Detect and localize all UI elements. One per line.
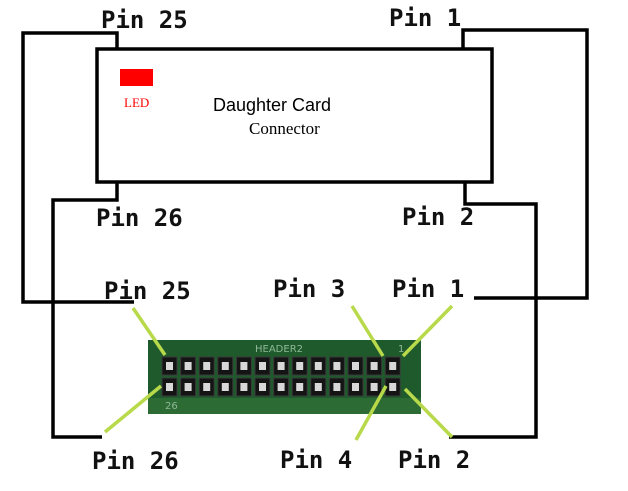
- header-pin2-label: Pin 2: [398, 446, 471, 474]
- header-pin-post: [333, 383, 341, 391]
- led-label: LED: [124, 95, 150, 110]
- header-pin-post: [184, 362, 192, 370]
- leader-pin1: [401, 304, 454, 358]
- header-pin-post: [240, 383, 248, 391]
- connector-pin1-label: Pin 1: [389, 4, 462, 32]
- header-pin1-label: Pin 1: [392, 275, 465, 303]
- header-pin-post: [296, 383, 304, 391]
- header-pin1-mark: 1: [398, 344, 405, 355]
- leader-pin25: [131, 307, 167, 356]
- header-pin-post: [203, 362, 211, 370]
- header-silk-label: HEADER2: [255, 344, 304, 355]
- header-pin-post: [389, 383, 397, 391]
- header-pin3-label: Pin 3: [273, 275, 346, 303]
- wire-pin25: [21, 31, 134, 304]
- leader-pin4: [354, 385, 388, 441]
- connector-body: [95, 47, 494, 184]
- leader-pin26: [103, 384, 163, 434]
- header-pin-post: [259, 362, 266, 370]
- header-pin-post: [277, 362, 285, 370]
- leader-pin3: [350, 305, 385, 357]
- header-pin-post: [166, 383, 173, 391]
- header-pin-post: [370, 362, 378, 370]
- header-pin-post: [277, 383, 285, 391]
- header-pin26-mark: 26: [165, 401, 178, 412]
- header-pin-post: [259, 383, 266, 391]
- header-pin-post: [296, 362, 304, 370]
- header-pin-post: [333, 362, 341, 370]
- connector-pin25-label: Pin 25: [101, 6, 188, 34]
- header-board-gold-edge: [148, 398, 421, 414]
- header-pin-post: [314, 383, 322, 391]
- header-pin-post: [166, 362, 173, 370]
- header-pins: [161, 356, 401, 397]
- header-pin-post: [221, 362, 229, 370]
- wire-pin2: [449, 182, 538, 439]
- header-pin-post: [352, 383, 359, 391]
- header-pin26-label: Pin 26: [92, 447, 179, 475]
- wire-pin26: [51, 182, 119, 439]
- connector-pin26-label: Pin 26: [96, 204, 183, 232]
- header-pin-post: [240, 362, 248, 370]
- header-pin-post: [314, 362, 322, 370]
- led-indicator: [120, 69, 153, 86]
- connector-pin2-label: Pin 2: [402, 203, 475, 231]
- connector-title: Daughter Card: [213, 95, 332, 115]
- wire-pin1: [461, 28, 589, 300]
- header-pin-post: [352, 362, 359, 370]
- header-pin4-label: Pin 4: [280, 446, 353, 474]
- leader-pin2: [403, 387, 454, 439]
- header-pin-post: [184, 383, 192, 391]
- header-pin-post: [203, 383, 211, 391]
- header-pin-post: [389, 362, 397, 370]
- header-pin-post: [221, 383, 229, 391]
- header-pin-post: [370, 383, 378, 391]
- header-pin25-label: Pin 25: [104, 277, 191, 305]
- connector-subtitle: Connector: [249, 119, 320, 138]
